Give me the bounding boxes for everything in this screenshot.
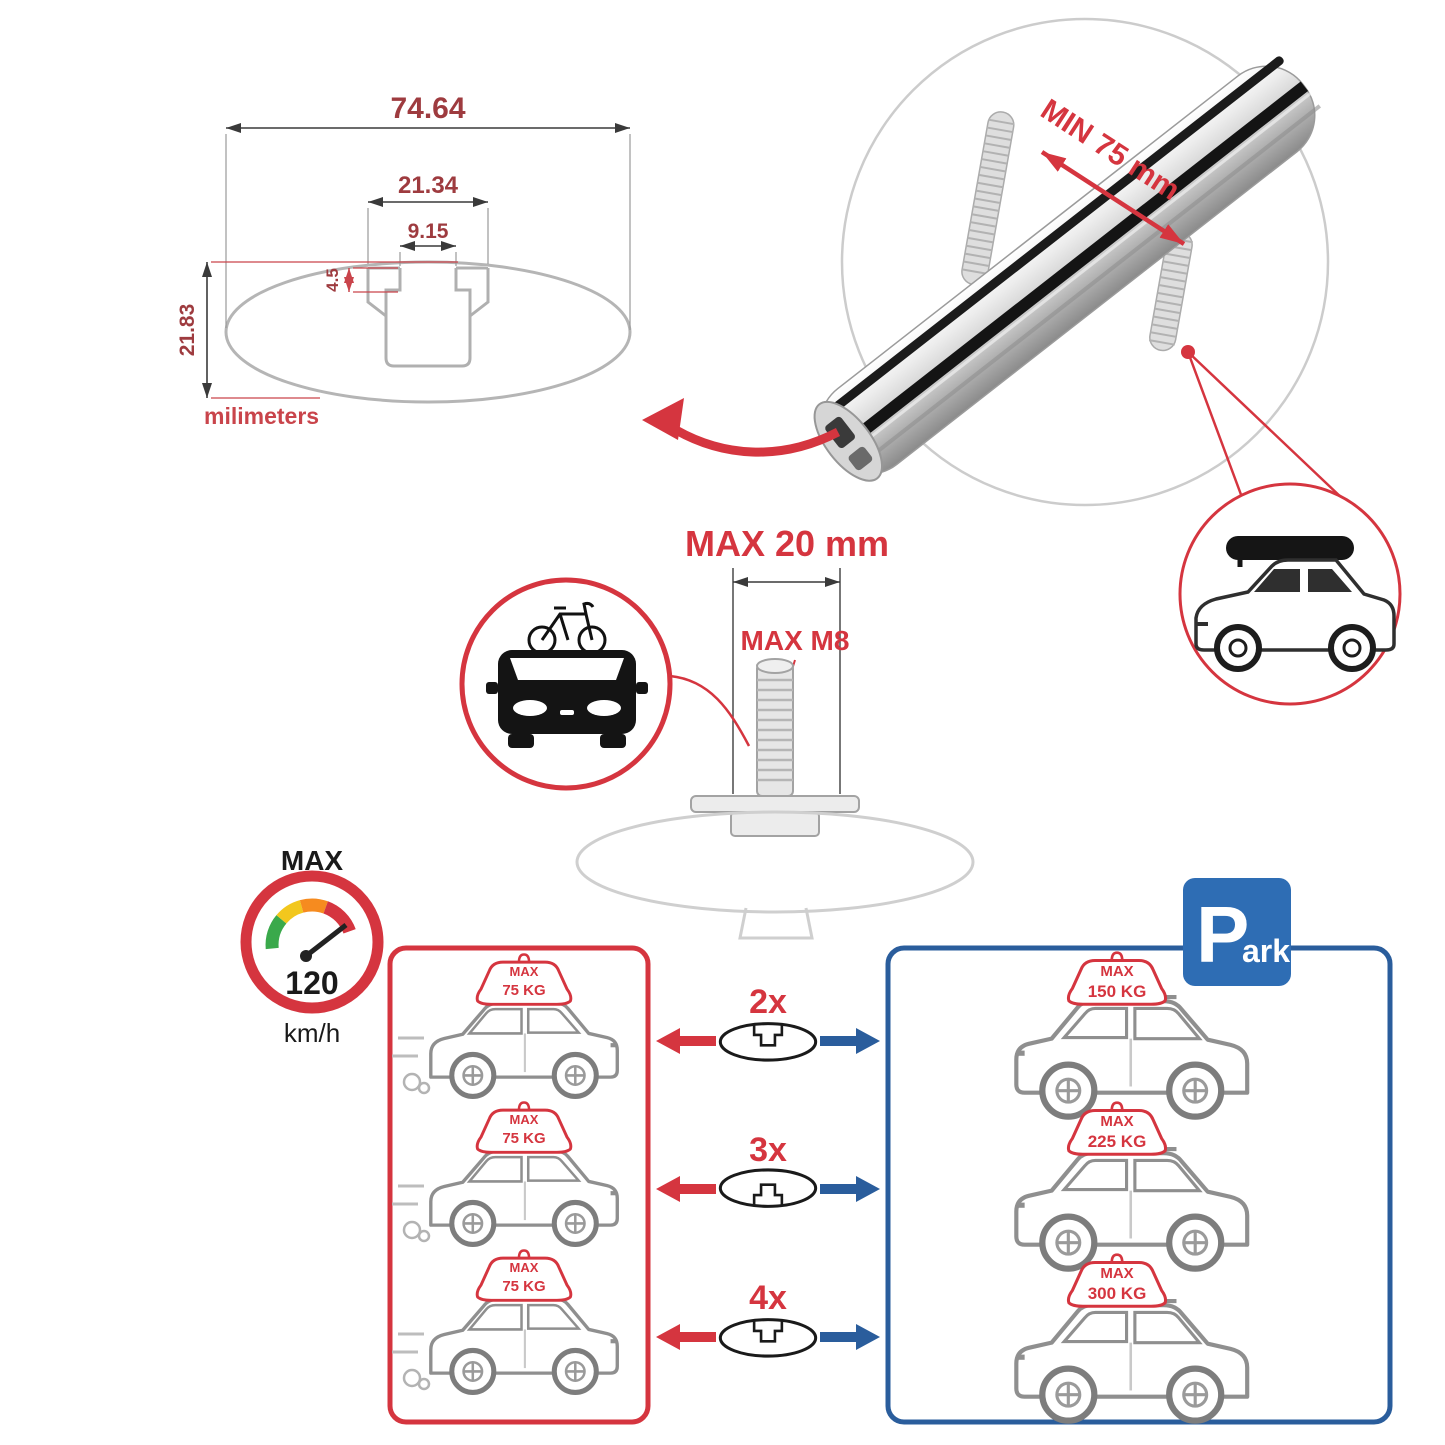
multiplier-row-3: 4x [656, 1279, 880, 1358]
car-row-left-2: MAX 75 KG [392, 1101, 617, 1245]
roofbox-car-icon [1178, 482, 1402, 706]
speed-value: 120 [285, 965, 338, 1001]
roof-load-max-label: MAX [1100, 963, 1133, 980]
dim-channel-width-label: 21.34 [398, 172, 459, 199]
extension-lines-slot-depth [353, 267, 398, 293]
units-label: milimeters [204, 403, 319, 429]
car-row-right-2: MAX 225 KG [1016, 1100, 1247, 1269]
single-bar-cars: MAX 75 KG MAX 75 KG MAX 75 KG [392, 953, 617, 1393]
roof-load-weight: 75 KG [502, 1278, 545, 1295]
extension-lines-total-width [225, 134, 631, 330]
speed-units: km/h [284, 1018, 340, 1048]
extension-lines-channel-width [367, 208, 489, 264]
roof-load-weight: 75 KG [502, 982, 545, 999]
multiplier-label: 4x [749, 1279, 787, 1317]
roof-load-max-label: MAX [510, 1260, 539, 1275]
crossbar-ellipse-icon [718, 1022, 818, 1062]
crossbar-ellipse-icon [718, 1318, 818, 1358]
bolt-extension-lines [732, 568, 841, 794]
callout-connector-lines [1186, 351, 1345, 501]
combined-load-cars: MAX 150 KG MAX 225 KG MAX 300 KG [1016, 950, 1247, 1421]
left-arrow-icon [656, 1176, 680, 1202]
dim-total-width-label: 74.64 [390, 92, 465, 125]
extension-lines-slot-width [399, 252, 457, 266]
multiplier-row-2: 3x [656, 1131, 880, 1208]
park-suffix: ark [1242, 933, 1290, 969]
speed-limit-gauge: MAX 120 km/h [240, 845, 384, 1048]
roof-load-weight: 225 KG [1088, 1132, 1147, 1151]
cross-section-pointer-arrow [673, 426, 841, 457]
car-front-icon [486, 650, 648, 748]
park-letter: P [1196, 890, 1249, 979]
extension-lines-total-height [211, 261, 458, 399]
t-nut-plate [690, 795, 860, 813]
multiplier-label: 3x [749, 1131, 787, 1169]
magnifier-circle [840, 17, 1330, 507]
crossbar-cross-section-diagram: 74.64 21.34 9.15 4.5 21.83 milimeters [176, 92, 632, 429]
multiplier-row-1: 2x [656, 983, 880, 1062]
crossbar-ellipse-icon [718, 1168, 818, 1208]
gauge-ring [240, 870, 384, 1014]
cross-section-pointer-arrowhead [642, 398, 684, 440]
dim-slot-depth-label: 4.5 [323, 268, 342, 292]
max-bolt-length-label: MAX 20 mm [685, 523, 889, 564]
roof-box [1226, 536, 1354, 560]
right-arrow-icon [856, 1028, 880, 1054]
car-row-right-1: MAX 150 KG [1016, 950, 1247, 1117]
right-arrow-icon [856, 1324, 880, 1350]
roof-load-max-label: MAX [510, 1112, 539, 1127]
roof-load-max-label: MAX [1100, 1113, 1133, 1130]
right-arrow-icon [856, 1176, 880, 1202]
max-thread-label: MAX M8 [741, 625, 850, 656]
roof-load-weight: 300 KG [1088, 1284, 1147, 1303]
min-clamp-arrow [1040, 150, 1186, 246]
ghost-foot [738, 907, 814, 940]
park-sign: P ark [1183, 878, 1291, 986]
roof-load-max-label: MAX [1100, 1265, 1133, 1282]
gauge-needle [304, 923, 348, 958]
t-slot-channel [853, 81, 1309, 441]
aluminum-crossbar [813, 56, 1322, 482]
car-row-left-1: MAX 75 KG [392, 953, 617, 1097]
dim-total-height-label: 21.83 [176, 304, 199, 357]
park-sign-panel [1183, 878, 1291, 986]
multiplier-label: 2x [749, 983, 787, 1021]
dim-slot-width-label: 9.15 [408, 220, 449, 243]
bike-car-icon [459, 577, 751, 791]
roof-load-weight: 150 KG [1088, 982, 1147, 1001]
left-arrow-icon [656, 1324, 680, 1350]
crossbar-photo-callout: MIN 75 mm [642, 17, 1345, 507]
car-row-right-3: MAX 300 KG [1016, 1252, 1247, 1421]
ghost-crossbar-section [575, 810, 975, 914]
car-row-left-3: MAX 75 KG [392, 1249, 617, 1393]
multiplier-rows: 2x 3x 4x [656, 983, 880, 1358]
left-arrow-icon [656, 1028, 680, 1054]
bolt-spec-diagram: MAX 20 mm MAX M8 [459, 523, 975, 940]
roof-load-max-label: MAX [510, 964, 539, 979]
roof-load-weight: 75 KG [502, 1130, 545, 1147]
